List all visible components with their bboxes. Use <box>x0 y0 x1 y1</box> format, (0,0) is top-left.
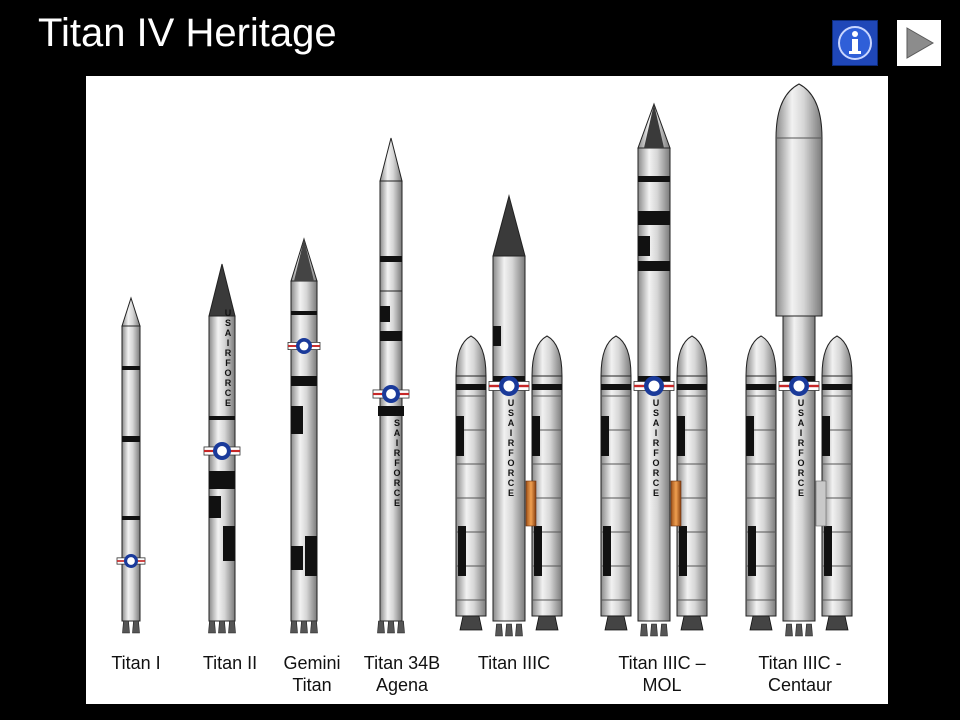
rocket-label-titan-ii: Titan II <box>202 653 258 673</box>
svg-text:R: R <box>508 438 515 448</box>
svg-text:F: F <box>225 358 231 368</box>
svg-text:E: E <box>798 488 804 498</box>
svg-text:O: O <box>393 468 400 478</box>
svg-text:R: R <box>798 468 805 478</box>
svg-text:I: I <box>655 428 658 438</box>
svg-text:O: O <box>224 368 231 378</box>
svg-text:U: U <box>508 398 515 408</box>
svg-text:F: F <box>798 448 804 458</box>
rocket-label-titan-iiic-mol: Titan IIIC –MOL <box>618 653 706 695</box>
svg-text:E: E <box>508 488 514 498</box>
svg-text:R: R <box>653 468 660 478</box>
svg-text:F: F <box>508 448 514 458</box>
svg-text:C: C <box>798 478 805 488</box>
svg-text:C: C <box>225 388 232 398</box>
svg-text:S: S <box>798 408 804 418</box>
svg-text:C: C <box>508 478 515 488</box>
svg-text:E: E <box>225 398 231 408</box>
svg-text:R: R <box>653 438 660 448</box>
svg-text:O: O <box>797 458 804 468</box>
svg-text:A: A <box>225 328 232 338</box>
svg-text:E: E <box>653 488 659 498</box>
svg-text:I: I <box>510 428 513 438</box>
svg-text:R: R <box>394 448 401 458</box>
svg-text:R: R <box>225 378 232 388</box>
svg-text:O: O <box>507 458 514 468</box>
play-triangle-icon <box>906 27 935 59</box>
svg-text:A: A <box>508 418 515 428</box>
svg-text:S: S <box>508 408 514 418</box>
slide-title: Titan IV Heritage <box>38 11 337 55</box>
svg-text:U: U <box>225 308 232 318</box>
svg-text:U: U <box>798 398 805 408</box>
rocket-label-titan-iiic: Titan IIIC <box>477 653 551 673</box>
svg-text:A: A <box>653 418 660 428</box>
svg-text:F: F <box>653 448 659 458</box>
svg-text:C: C <box>394 488 401 498</box>
svg-text:C: C <box>653 478 660 488</box>
info-icon <box>838 26 872 60</box>
info-button[interactable] <box>832 20 878 66</box>
svg-text:U: U <box>394 408 401 418</box>
rocket-illustration: USAIRFORCEUSAIRFORCEUSAIRFORCEUSAIRFORCE… <box>116 83 853 637</box>
rocket-label-titan-iiic-centaur: Titan IIIC -Centaur <box>758 653 842 695</box>
svg-text:R: R <box>798 438 805 448</box>
svg-text:O: O <box>652 458 659 468</box>
svg-text:S: S <box>394 418 400 428</box>
svg-text:A: A <box>798 418 805 428</box>
svg-text:U: U <box>653 398 660 408</box>
rocket-label-titan-i: Titan I <box>111 653 161 673</box>
svg-text:I: I <box>800 428 803 438</box>
next-slide-button[interactable] <box>897 20 941 66</box>
svg-text:R: R <box>394 478 401 488</box>
svg-text:S: S <box>225 318 231 328</box>
svg-text:I: I <box>396 438 399 448</box>
svg-text:A: A <box>394 428 401 438</box>
svg-text:F: F <box>394 458 400 468</box>
svg-text:I: I <box>227 338 230 348</box>
svg-text:R: R <box>225 348 232 358</box>
svg-text:R: R <box>508 468 515 478</box>
svg-text:E: E <box>394 498 400 508</box>
svg-text:S: S <box>653 408 659 418</box>
